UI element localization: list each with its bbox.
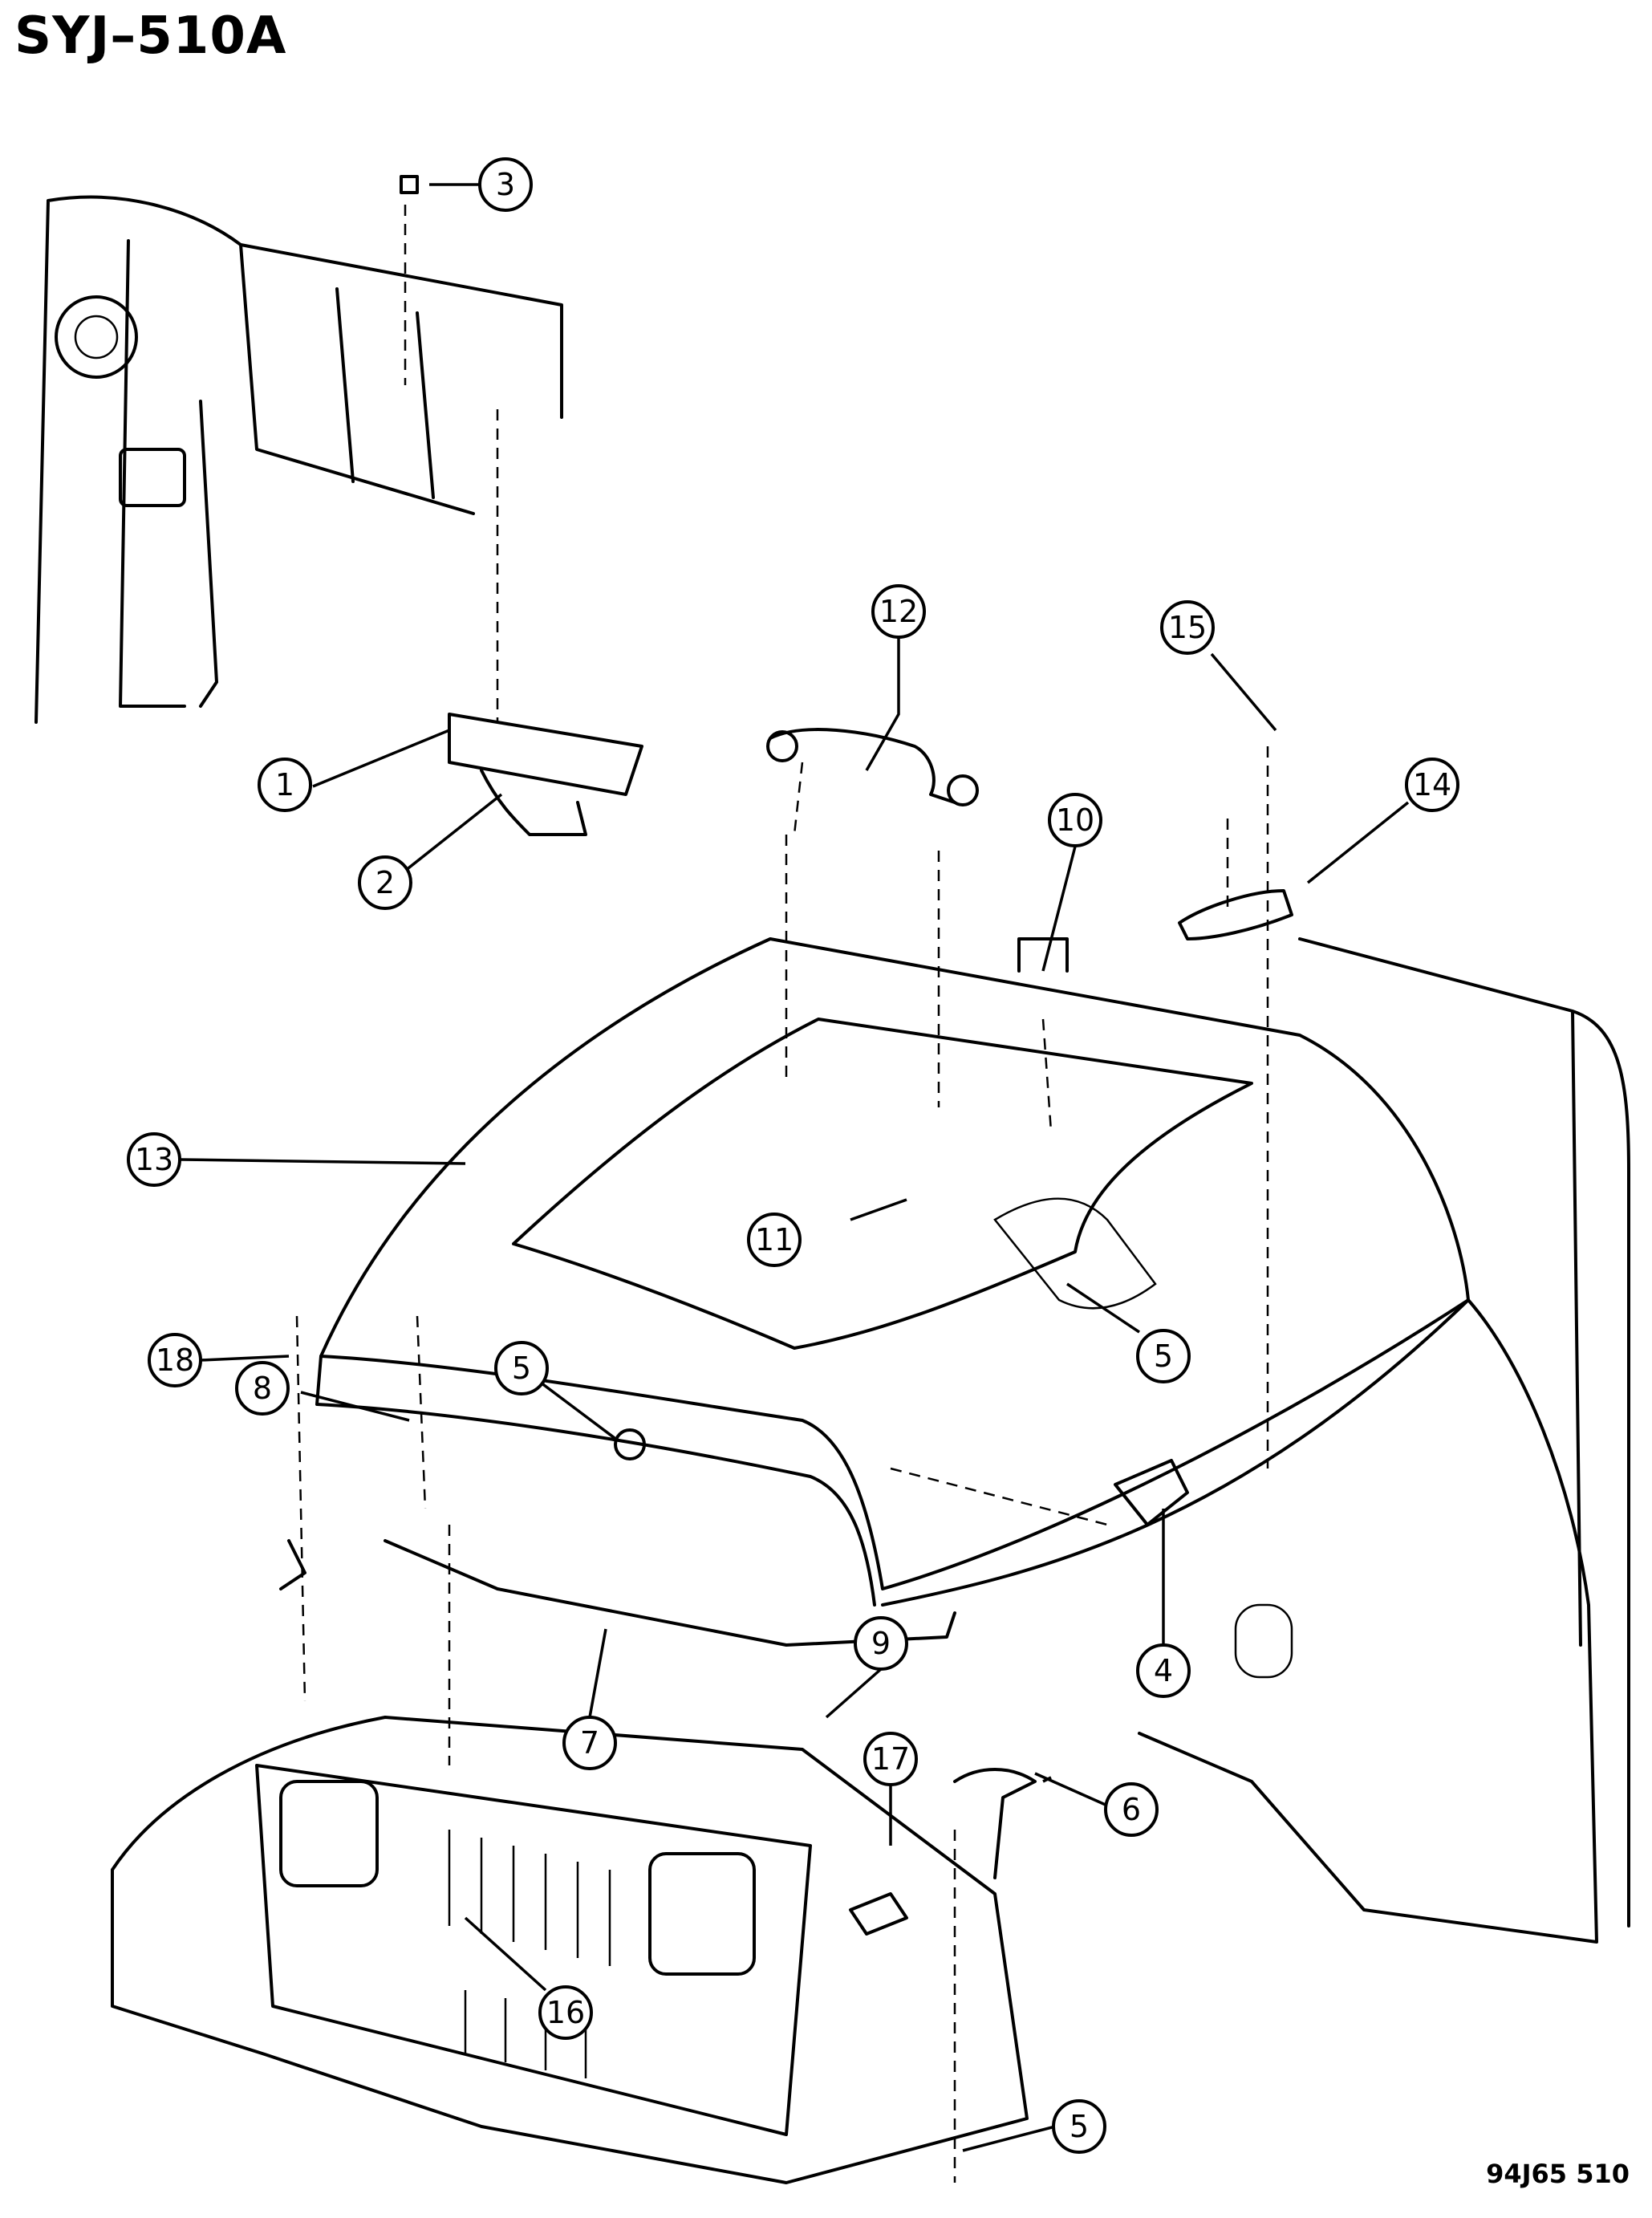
callout-label: 14 — [1413, 767, 1451, 802]
callout-4: 4 — [1136, 1643, 1191, 1698]
callout-10: 10 — [1048, 793, 1102, 847]
callout-1: 1 — [258, 758, 312, 812]
callout-13: 13 — [127, 1132, 181, 1187]
callout-label: 5 — [1070, 2109, 1089, 2144]
callout-7: 7 — [562, 1716, 617, 1770]
reference-code: 94J65 510 — [1486, 2159, 1630, 2189]
callout-label: 5 — [512, 1351, 531, 1386]
callout-label: 3 — [496, 167, 515, 202]
callout-label: 4 — [1154, 1653, 1173, 1688]
callout-label: 17 — [871, 1741, 910, 1777]
callout-label: 1 — [275, 767, 294, 802]
callout-5-hood: 5 — [1136, 1329, 1191, 1383]
callout-15: 15 — [1160, 600, 1215, 655]
callout-label: 8 — [253, 1371, 272, 1406]
callout-label: 12 — [879, 594, 918, 629]
grille-body — [111, 1716, 1029, 2184]
callout-label: 11 — [755, 1222, 794, 1257]
callout-6: 6 — [1104, 1782, 1159, 1837]
callout-16: 16 — [538, 1985, 593, 2040]
callout-label: 10 — [1056, 802, 1094, 838]
callout-label: 16 — [546, 1995, 585, 2030]
hood-panel — [315, 937, 1470, 1607]
callout-label: 6 — [1122, 1792, 1141, 1827]
leader-lines — [180, 183, 1410, 2152]
callout-2: 2 — [358, 855, 412, 910]
callout-label: 15 — [1168, 610, 1207, 645]
callout-18: 18 — [148, 1333, 202, 1387]
callout-label: 9 — [871, 1626, 891, 1661]
page-title: SYJ–510A — [14, 6, 287, 66]
callout-8: 8 — [235, 1361, 290, 1416]
callout-3: 3 — [478, 157, 533, 212]
callout-14: 14 — [1405, 758, 1459, 812]
callout-label: 7 — [580, 1725, 599, 1761]
callout-17: 17 — [863, 1732, 918, 1786]
callout-12: 12 — [871, 584, 926, 639]
callout-5-left: 5 — [494, 1341, 549, 1395]
callout-5-bottom: 5 — [1052, 2099, 1106, 2154]
hardware-parts — [279, 175, 1293, 1936]
callout-label: 2 — [375, 865, 395, 900]
callout-9: 9 — [854, 1616, 908, 1671]
cowl-panel — [35, 195, 563, 724]
callout-label: 18 — [156, 1343, 194, 1378]
callout-label: 13 — [135, 1142, 173, 1177]
callout-label: 5 — [1154, 1339, 1173, 1374]
right-fender — [881, 937, 1630, 1944]
callout-11: 11 — [747, 1213, 802, 1267]
assembly-guide-lines — [295, 205, 1269, 2183]
